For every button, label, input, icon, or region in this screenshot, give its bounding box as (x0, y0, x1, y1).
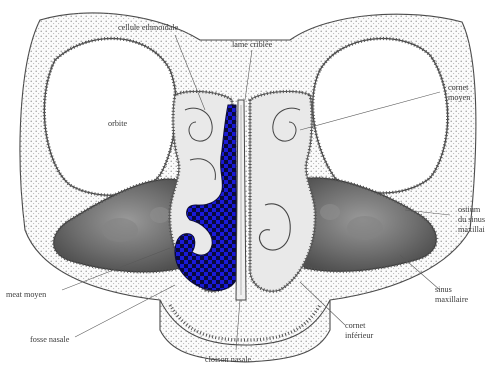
label-cellule-ethmoidale: cellule ethmoïdale (118, 23, 179, 32)
label-fosse-nasale: fosse nasale (30, 335, 70, 344)
label-cloison-nasale: cloison nasale (205, 355, 252, 364)
label-lame-criblee: lame criblée (232, 40, 273, 49)
label-sinus-maxillaire: sinus maxillaire (435, 285, 469, 304)
label-cornet-inferieur: cornet inférieur (345, 321, 373, 340)
label-meat-moyen: meat moyen (6, 290, 46, 299)
label-ostium: ostium du sinus maxillai (458, 205, 487, 234)
right-orbit (313, 39, 448, 193)
right-ethmoid-complex (250, 91, 315, 291)
nasal-septum (236, 100, 246, 300)
left-orbit (44, 38, 176, 195)
label-orbite: orbite (108, 119, 127, 128)
label-cornet-moyen: cornet moyen (448, 83, 471, 102)
